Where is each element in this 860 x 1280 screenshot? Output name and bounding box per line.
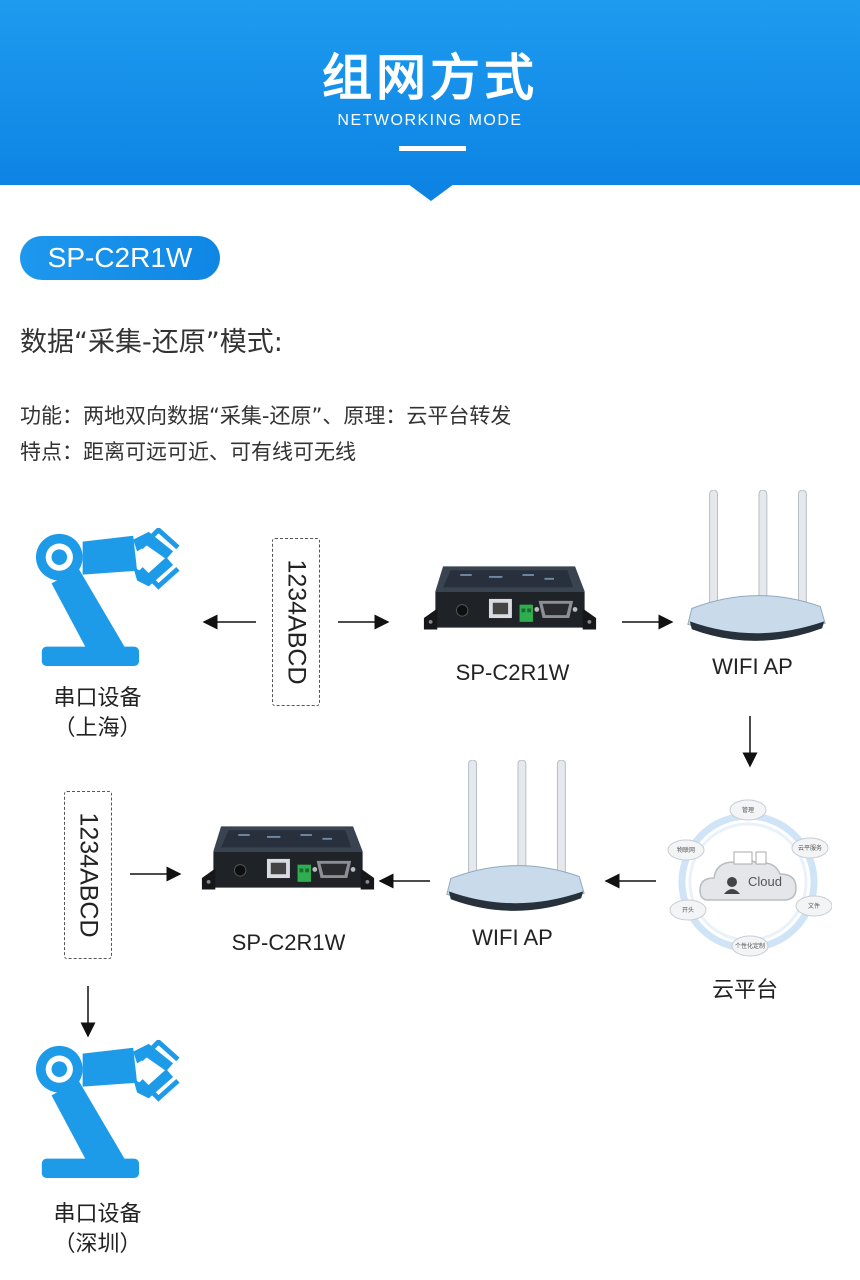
cloud-platform-label: 云平台 [711,978,778,1003]
serial-device-location-shanghai: （上海） [53,716,142,741]
serial-device-location-shenzhen: （深圳） [53,1232,142,1257]
data-string-box-1: 1234ABCD [272,538,320,706]
arrow-right-1 [338,614,390,630]
data-string-1: 1234ABCD [282,559,311,685]
robot-arm-icon-shenzhen [30,1040,180,1180]
data-string-2: 1234ABCD [74,812,103,938]
page-subtitle: NETWORKING MODE [337,112,523,129]
mode-title: 数据“采集-还原”模式: [20,327,283,358]
robot-arm-icon-shanghai [30,528,180,668]
cloud-node-1: 云平服务 [798,844,822,852]
device-label-2: SP-C2R1W [231,930,346,955]
arrow-left-3 [604,873,656,889]
arrow-left-1 [202,614,256,630]
function-text: 功能：两地双向数据“采集-还原”、原理：云平台转发 [20,404,512,428]
cloud-node-0: 管理 [742,806,754,814]
serial-device-label-shanghai: 串口设备 [53,686,142,711]
sp-c2r1w-device-icon-2 [201,825,375,890]
cloud-node-4: 开头 [682,906,694,914]
model-badge: SP-C2R1W [20,236,220,280]
sp-c2r1w-device-icon-1 [423,565,597,630]
arrow-left-2 [378,873,430,889]
cloud-logo-text: Cloud [748,874,782,889]
device-label-1: SP-C2R1W [455,660,570,685]
cloud-node-3: 个性化定制 [735,942,765,950]
wifi-router-icon-2 [446,760,585,912]
header-notch [408,184,454,201]
arrow-right-2 [622,614,674,630]
arrow-down-2 [80,986,96,1038]
header-banner [0,0,860,185]
title-underline [399,146,466,151]
cloud-node-2: 文件 [808,902,820,910]
data-string-box-2: 1234ABCD [64,791,112,959]
page-title: 组网方式 [322,49,538,107]
cloud-platform-icon: Cloud 管理 云平服务 文件 个性化定制 开头 物联网 [667,799,832,957]
serial-device-label-shenzhen: 串口设备 [53,1202,142,1227]
cloud-node-5: 物联网 [677,846,695,854]
wifi-ap-label-1: WIFI AP [712,654,793,679]
features-text: 特点：距离可远可近、可有线可无线 [20,440,356,464]
wifi-router-icon-1 [687,490,826,642]
wifi-ap-label-2: WIFI AP [472,925,553,950]
arrow-right-3 [130,866,182,882]
arrow-down-1 [742,716,758,768]
